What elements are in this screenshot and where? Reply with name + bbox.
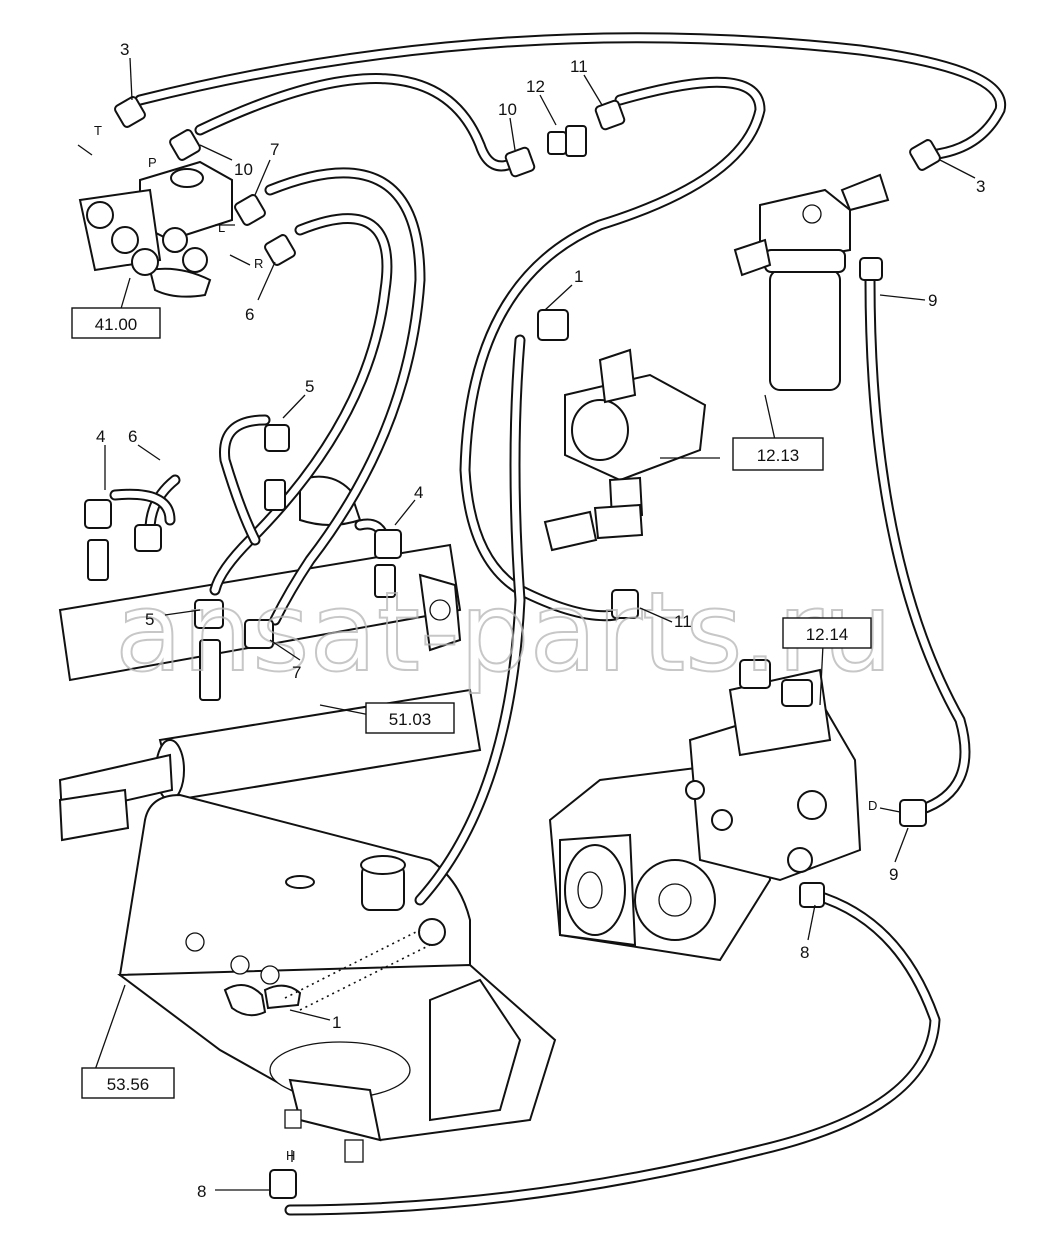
callout-11-right: 11 bbox=[674, 612, 692, 631]
hydraulic-pump bbox=[548, 659, 862, 962]
ref-box-41-00: 41.00 bbox=[71, 307, 161, 339]
callout-4-right: 4 bbox=[414, 483, 423, 502]
leader-lines bbox=[77, 57, 976, 1191]
port-d: D bbox=[868, 798, 877, 813]
callout-numbers: 3 10 12 11 3 7 6 10 1 9 5 4 6 4 5 7 11 9… bbox=[96, 40, 985, 1201]
gear-motor bbox=[543, 348, 707, 552]
port-h: H bbox=[286, 1148, 295, 1163]
return-filter bbox=[733, 173, 890, 391]
callout-12: 12 bbox=[526, 77, 545, 96]
callout-8-bottom: 8 bbox=[197, 1182, 206, 1201]
hose-lines bbox=[109, 32, 1007, 1216]
valve-block bbox=[78, 160, 233, 298]
ref-box-51-03: 51.03 bbox=[365, 702, 455, 734]
svg-text:41.00: 41.00 bbox=[95, 315, 138, 334]
fittings bbox=[84, 96, 941, 1199]
callout-11-top: 11 bbox=[570, 57, 588, 76]
callout-9-top: 9 bbox=[928, 291, 937, 310]
ref-box-12-14: 12.14 bbox=[782, 617, 872, 649]
callout-1-bottom: 1 bbox=[332, 1013, 341, 1032]
callout-3-top-left: 3 bbox=[120, 40, 129, 59]
svg-text:53.56: 53.56 bbox=[107, 1075, 150, 1094]
port-labels: T P L R D H bbox=[94, 123, 877, 1163]
callout-1-top: 1 bbox=[574, 267, 583, 286]
watermark-text: ansat-parts.ru bbox=[115, 568, 892, 696]
svg-text:51.03: 51.03 bbox=[389, 710, 432, 729]
svg-text:12.14: 12.14 bbox=[806, 625, 849, 644]
callout-9-right: 9 bbox=[889, 865, 898, 884]
callout-4-left: 4 bbox=[96, 427, 105, 446]
port-t: T bbox=[94, 123, 102, 138]
port-r: R bbox=[254, 256, 263, 271]
callout-8-right: 8 bbox=[800, 943, 809, 962]
ref-box-53-56: 53.56 bbox=[81, 1067, 175, 1099]
callout-10-left: 10 bbox=[234, 160, 253, 179]
callout-3-right: 3 bbox=[976, 177, 985, 196]
callout-5-bottom: 5 bbox=[145, 610, 154, 629]
svg-text:12.13: 12.13 bbox=[757, 446, 800, 465]
callout-10-center: 10 bbox=[498, 100, 517, 119]
port-l: L bbox=[218, 220, 225, 235]
callout-6-top: 6 bbox=[245, 305, 254, 324]
callout-7-top: 7 bbox=[270, 140, 279, 159]
ref-box-12-13: 12.13 bbox=[732, 437, 824, 471]
callout-6-left: 6 bbox=[128, 427, 137, 446]
callout-5-top: 5 bbox=[305, 377, 314, 396]
hydraulic-tank bbox=[117, 793, 557, 1163]
port-p: P bbox=[148, 155, 157, 170]
callout-7-bottom: 7 bbox=[292, 663, 301, 682]
